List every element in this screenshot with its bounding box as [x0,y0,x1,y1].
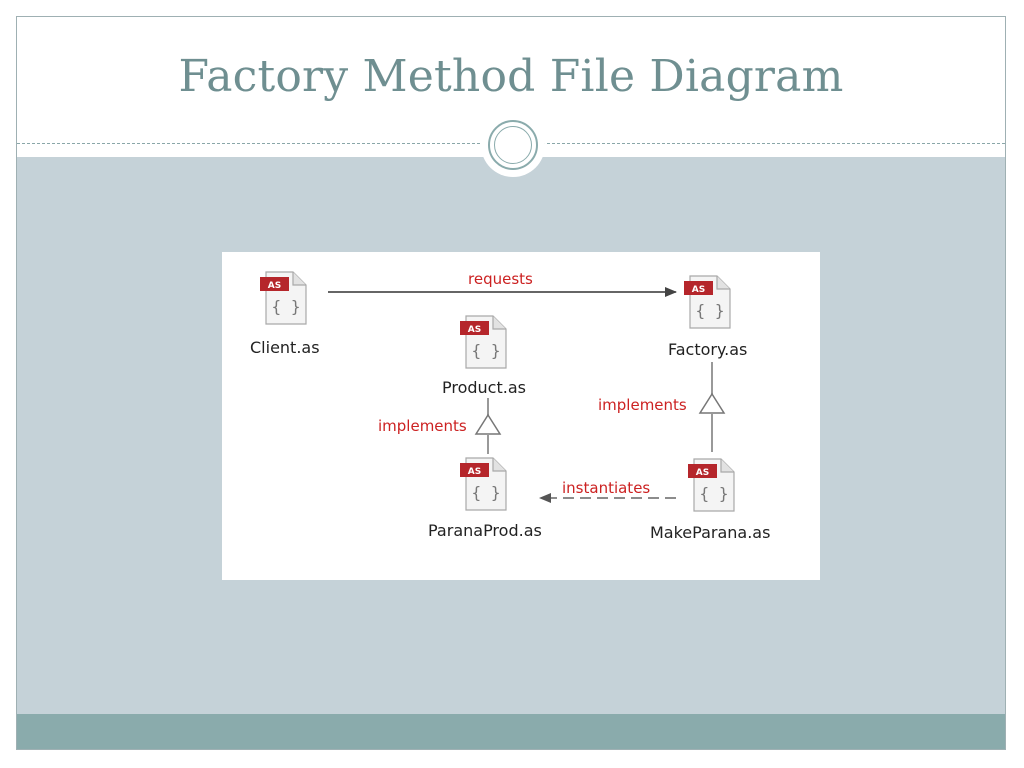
slide-title: Factory Method File Diagram [178,51,844,102]
file-label-factory: Factory.as [668,340,748,359]
factory-method-diagram: AS { } Client.as AS { } Factory.as AS { … [222,252,820,580]
realization-triangle-factory [698,392,726,414]
relation-label-implements-factory: implements [598,396,687,414]
relation-label-implements-product: implements [378,417,467,435]
file-label-client: Client.as [250,338,320,357]
relation-label-requests: requests [468,270,533,288]
relation-label-instantiates: instantiates [562,479,651,497]
svg-text:AS: AS [692,285,705,295]
connector-layer [328,287,726,503]
svg-text:AS: AS [468,325,481,335]
svg-text:AS: AS [268,281,281,291]
svg-text:AS: AS [696,468,709,478]
slide: Factory Method File Diagram [16,16,1006,750]
footer-band [17,714,1005,749]
actionscript-file-icon: AS { } [460,457,507,511]
file-label-parana-prod: ParanaProd.as [428,521,542,540]
actionscript-file-icon: AS { } [684,275,731,329]
realization-triangle-product [474,413,502,435]
svg-text:{ }: { } [472,341,501,360]
actionscript-file-icon: AS { } [260,271,307,325]
actionscript-file-icon: AS { } [688,458,735,512]
svg-text:{ }: { } [700,484,729,503]
actionscript-file-icon: AS { } [460,315,507,369]
circle-ornament-icon [481,113,545,177]
svg-text:{ }: { } [696,301,725,320]
svg-text:AS: AS [468,467,481,477]
file-label-make-parana: MakeParana.as [650,523,771,542]
file-label-product: Product.as [442,378,526,397]
svg-text:{ }: { } [472,483,501,502]
svg-text:{ }: { } [272,297,301,316]
